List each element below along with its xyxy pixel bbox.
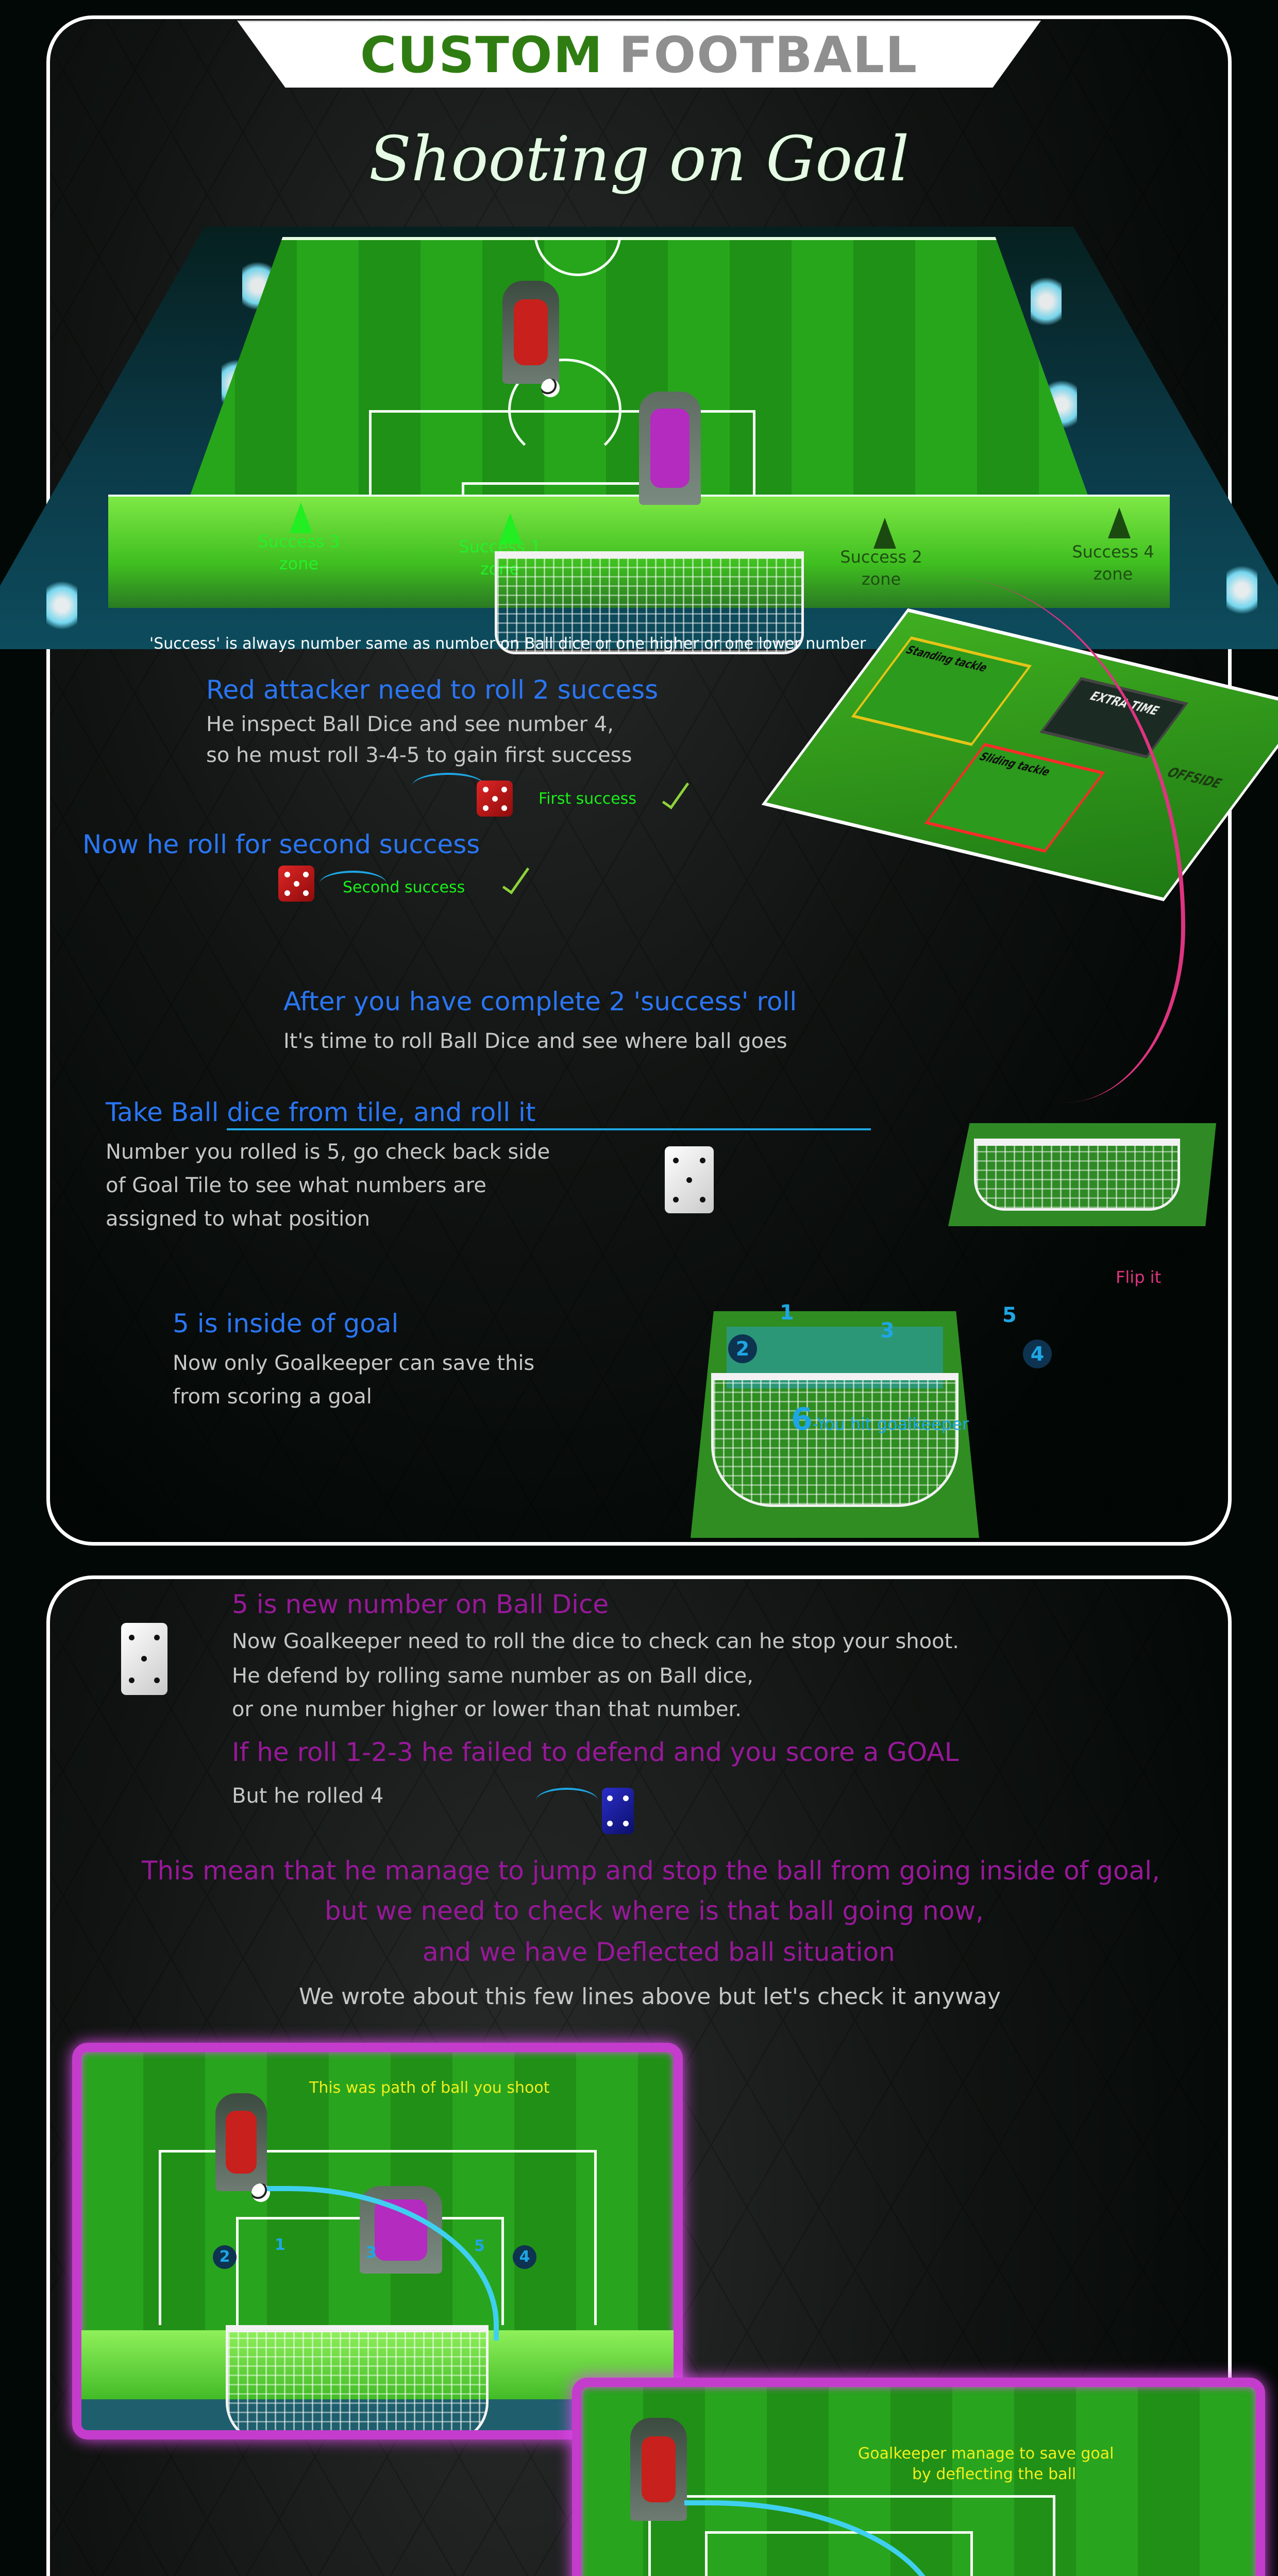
blue-goalkeeper-die-icon <box>602 1788 634 1834</box>
section2-heading-failed-defend: If he roll 1-2-3 he failed to defend and… <box>232 1737 959 1767</box>
red-die-icon <box>278 866 314 902</box>
goal-net <box>495 551 804 654</box>
section1-heading-after-success: After you have complete 2 'success' roll <box>283 987 797 1016</box>
section1-line-must-roll: so he must roll 3-4-5 to gain first succ… <box>206 743 632 767</box>
connector-line <box>227 1128 871 1130</box>
frame1-position-3: 3 <box>366 2244 377 2262</box>
arrow-up-icon <box>1108 507 1131 538</box>
section1-heading-inside-goal: 5 is inside of goal <box>173 1309 399 1338</box>
section1-line-goal-tile: of Goal Tile to see what numbers are <box>106 1174 486 1197</box>
dice-throw-arc-icon <box>320 871 386 896</box>
zone-sub: zone <box>279 554 319 574</box>
arrow-up-icon <box>499 513 522 544</box>
goal-net <box>711 1373 959 1507</box>
second-success-label: Second success <box>343 878 465 896</box>
section1-line-goalkeeper-save: Now only Goalkeeper can save this <box>173 1351 535 1375</box>
section2-center-line-4: We wrote about this few lines above but … <box>299 1984 1001 2010</box>
penalty-area <box>159 2150 597 2325</box>
goal-position-4: 4 <box>1023 1340 1052 1368</box>
floodlight-icon <box>1226 562 1257 618</box>
section2-line-defend: He defend by rolling same number as on B… <box>232 1664 753 1688</box>
zone-title: Success 2 <box>840 547 922 567</box>
dice-throw-arc-icon <box>536 1788 598 1814</box>
goal-position-6: 6-You hit goalkeeper <box>791 1401 969 1437</box>
first-success-label: First success <box>539 790 637 808</box>
goal-position-5: 5 <box>1002 1303 1017 1327</box>
success-rule-note: 'Success' is always number same as numbe… <box>149 635 866 653</box>
offside-label: OFFSIDE <box>1163 765 1226 791</box>
goal-net <box>226 2325 489 2430</box>
section1-line-number-rolled: Number you rolled is 5, go check back si… <box>106 1140 550 1164</box>
frame1-position-2: 2 <box>213 2245 237 2269</box>
floodlight-icon <box>1031 273 1062 330</box>
section1-line-ball-dice: He inspect Ball Dice and see number 4, <box>206 713 614 736</box>
goal-position-1: 1 <box>780 1301 794 1325</box>
section1-line-assigned: assigned to what position <box>106 1207 371 1231</box>
zone-label-success-4: Success 4 zone <box>1062 541 1165 585</box>
ball-icon <box>541 379 560 397</box>
frame1-note: This was path of ball you shoot <box>309 2079 550 2097</box>
zone-title: Success 4 <box>1072 542 1154 562</box>
section1-heading-take-ball-dice: Take Ball dice from tile, and roll it <box>106 1097 536 1127</box>
white-ball-die-icon <box>665 1146 714 1213</box>
scenario-frame-deflected <box>572 2378 1265 2576</box>
frame1-position-5: 5 <box>474 2237 485 2255</box>
section2-heading-new-number: 5 is new number on Ball Dice <box>232 1589 609 1619</box>
zone-sub: zone <box>1093 564 1133 584</box>
section2-line-higher-lower: or one number higher or lower than that … <box>232 1698 742 1721</box>
zone-label-success-3: Success 3 zone <box>247 531 350 575</box>
frame1-position-1: 1 <box>275 2236 285 2254</box>
scenario-frame-shot-path <box>72 2043 683 2439</box>
section1-heading-second-success: Now he roll for second success <box>82 829 480 859</box>
brand-banner: CUSTOM FOOTBALL <box>237 21 1041 88</box>
red-attacker-figure <box>630 2418 687 2521</box>
goal-tile-front <box>948 1123 1216 1226</box>
frame1-position-4: 4 <box>513 2245 536 2269</box>
goalkeeper-figure <box>639 392 701 505</box>
section2-center-line-2: but we need to check where is that ball … <box>325 1896 984 1926</box>
goal-position-2: 2 <box>728 1334 757 1363</box>
red-attacker-figure <box>502 281 559 384</box>
section1-heading-red-attacker: Red attacker need to roll 2 success <box>206 675 659 705</box>
section1-line-scoring: from scoring a goal <box>173 1385 372 1409</box>
penalty-arc <box>508 359 621 462</box>
goal-position-6-text: -You hit goalkeeper <box>812 1414 969 1434</box>
goal-position-6-num: 6 <box>791 1401 813 1437</box>
page-title: Shooting on Goal <box>368 124 910 195</box>
goal-tile-back <box>691 1311 979 1538</box>
white-ball-die-icon <box>121 1623 167 1695</box>
brand-word-football: FOOTBALL <box>619 26 918 84</box>
frame2-note-a: Goalkeeper manage to save goal <box>858 2445 1114 2463</box>
goal-net <box>974 1139 1180 1211</box>
frame2-note-b: by deflecting the ball <box>912 2465 1077 2483</box>
floodlight-icon <box>46 577 77 634</box>
penalty-area <box>648 2495 1055 2576</box>
arrow-up-icon <box>873 518 896 549</box>
section1-line-roll-ball-dice: It's time to roll Ball Dice and see wher… <box>283 1029 787 1053</box>
goal-position-3: 3 <box>880 1319 895 1343</box>
zone-title: Success 3 <box>258 532 340 551</box>
section2-center-line-3: and we have Deflected ball situation <box>423 1937 895 1967</box>
section2-line-rolled-4: But he rolled 4 <box>232 1784 384 1808</box>
section2-line-goalkeeper-roll: Now Goalkeeper need to roll the dice to … <box>232 1630 959 1653</box>
arrow-up-icon <box>290 502 312 533</box>
brand-word-custom: CUSTOM <box>360 26 604 84</box>
red-die-icon <box>477 781 513 817</box>
section2-center-line-1: This mean that he manage to jump and sto… <box>142 1856 1161 1886</box>
red-attacker-figure <box>215 2093 267 2191</box>
flip-it-label: Flip it <box>1116 1267 1162 1287</box>
dice-throw-arc-icon <box>412 773 484 799</box>
